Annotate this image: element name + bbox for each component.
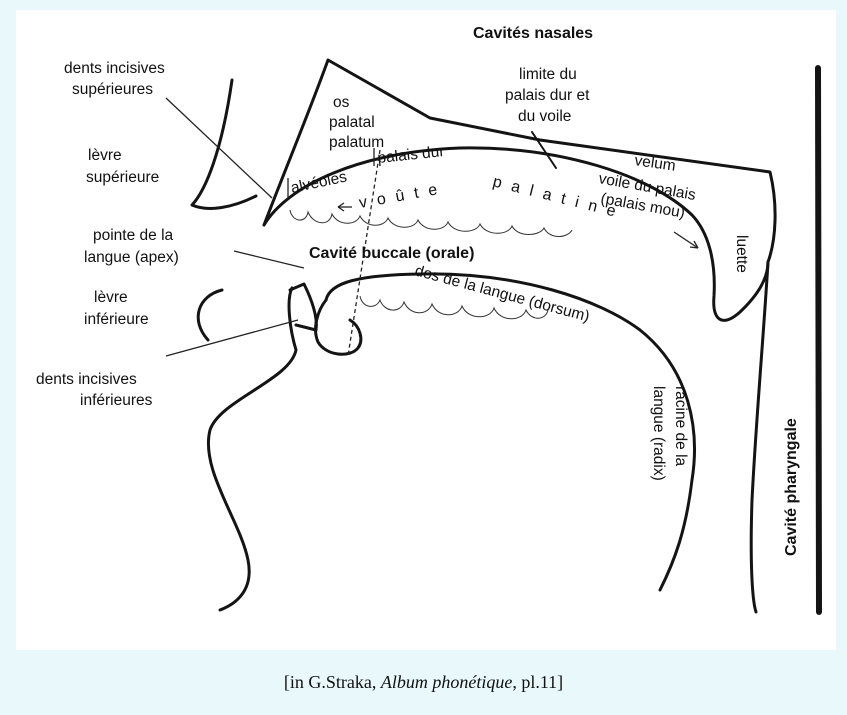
- label-alveoles: alvéoles: [289, 168, 348, 197]
- label-upper-lip-line2: supérieure: [86, 169, 159, 186]
- label-nasal-cavities: Cavités nasales: [473, 25, 593, 42]
- hard-soft-palate-boundary: [532, 132, 556, 168]
- label-lower-incisors-line2: inférieures: [80, 392, 153, 409]
- caption-prefix: [in G.Straka,: [284, 672, 381, 692]
- upper-teeth: [290, 210, 572, 237]
- label-lower-lip-line2: inférieure: [84, 311, 149, 328]
- label-limit-line2: palais dur et: [505, 87, 590, 104]
- label-uvula: luette: [733, 235, 750, 273]
- leader-apex: [234, 251, 304, 268]
- label-palatal-vault-line1: voûte: [358, 180, 449, 212]
- caption-suffix: , pl.11]: [512, 672, 563, 692]
- label-radix-line2: langue (radix): [650, 386, 667, 481]
- figure-caption: [in G.Straka, Album phonétique, pl.11]: [0, 672, 847, 693]
- pharynx-wall: [751, 262, 768, 612]
- vault-arrow-right-head: [690, 241, 698, 248]
- upper-lip-outline: [192, 80, 256, 208]
- label-upper-incisors-line2: supérieures: [72, 81, 153, 98]
- label-oral-cavity: Cavité buccale (orale): [309, 245, 474, 262]
- label-pharyngeal-cavity: Cavité pharyngale: [783, 418, 800, 556]
- label-palatal-bone-line3: palatum: [329, 134, 384, 151]
- right-edge-bar: [818, 68, 819, 612]
- label-limit-line1: limite du: [519, 66, 577, 83]
- tongue-tip: [316, 300, 361, 354]
- tongue-contour: [326, 274, 694, 590]
- caption-title: Album phonétique: [381, 672, 512, 692]
- label-radix-line1: racine de la: [672, 386, 689, 467]
- label-limit-line3: du voile: [518, 108, 571, 125]
- label-palatal-bone-line2: palatal: [329, 114, 375, 131]
- label-apex-line1: pointe de la: [93, 227, 174, 244]
- label-apex-line2: langue (apex): [84, 249, 179, 266]
- vault-arrow-right-shaft: [674, 232, 698, 248]
- lower-incisor-outline: [290, 284, 316, 330]
- label-lower-lip-line1: lèvre: [94, 289, 128, 306]
- label-hard-palate: palais dur: [377, 143, 446, 167]
- label-upper-incisors-line1: dents incisives: [64, 60, 165, 77]
- label-upper-lip-line1: lèvre: [88, 147, 122, 164]
- lower-jaw-outline: [208, 288, 296, 610]
- label-palatal-bone-line1: os: [333, 94, 350, 111]
- label-velum: velum: [633, 152, 676, 175]
- lower-lip-outline: [198, 290, 222, 340]
- leader-upper-incisors: [166, 98, 272, 198]
- leader-lower-incisors: [166, 320, 298, 356]
- label-lower-incisors-line1: dents incisives: [36, 371, 137, 388]
